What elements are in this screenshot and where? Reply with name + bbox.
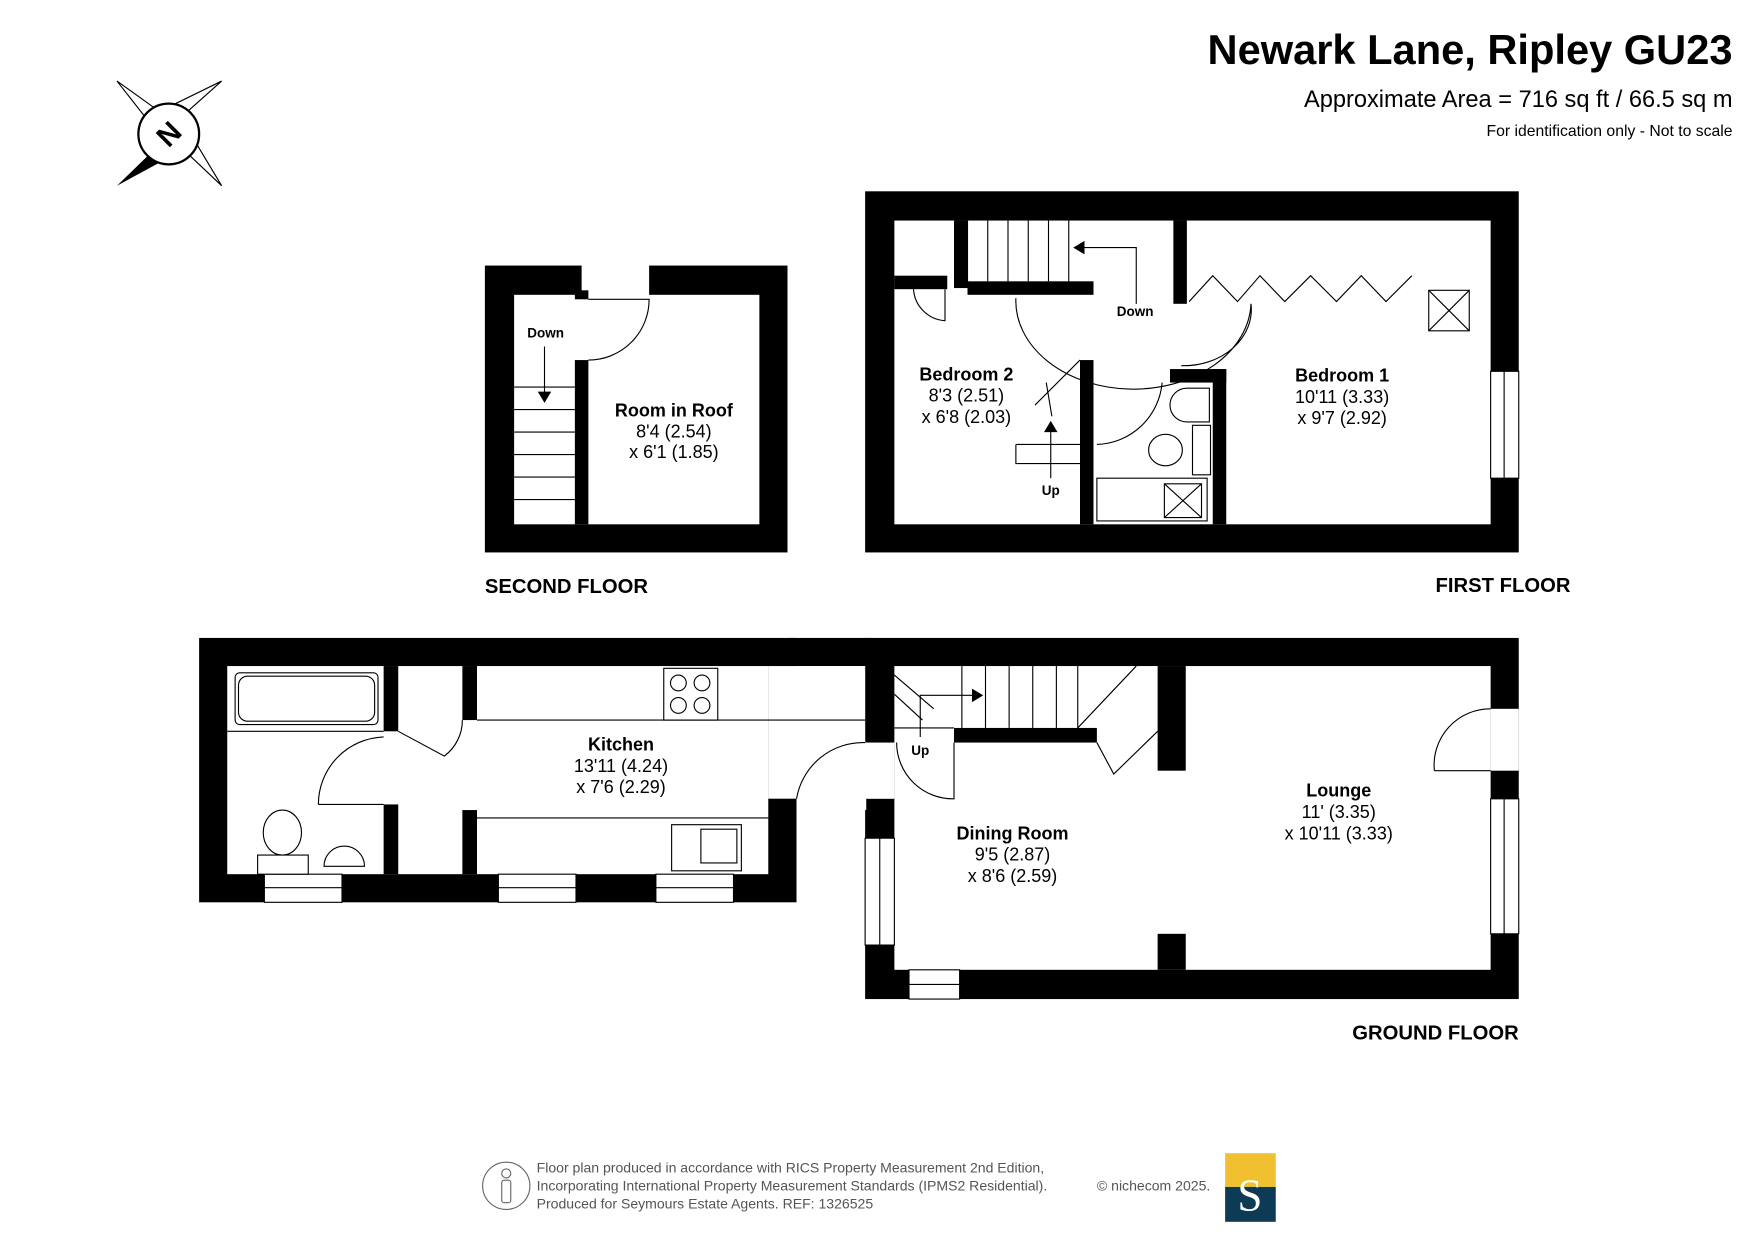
room-dimensions: 13'11 (4.24)	[574, 756, 668, 776]
shower-room-fixtures	[1096, 387, 1212, 522]
page-title: Newark Lane, Ripley GU23	[1208, 26, 1733, 73]
room-name: Bedroom 1	[1295, 365, 1389, 385]
logo-letter: S	[1237, 1171, 1262, 1221]
floor-label: FIRST FLOOR	[1436, 575, 1571, 597]
room-name: Dining Room	[957, 823, 1069, 843]
door-swing	[1433, 708, 1491, 771]
stairs-down-label: Down	[1117, 304, 1154, 319]
stairs-up-label: Up	[1042, 483, 1060, 498]
door-swing	[317, 736, 384, 805]
room-name: Kitchen	[588, 734, 654, 754]
disclaimer: For identification only - Not to scale	[1487, 123, 1733, 140]
approximate-area: Approximate Area = 716 sq ft / 66.5 sq m	[1304, 87, 1733, 113]
door-swing	[896, 742, 955, 800]
footer: Floor plan produced in accordance with R…	[482, 1153, 1276, 1222]
door-swing	[795, 741, 866, 799]
compass-icon: N	[116, 80, 223, 187]
staircase	[514, 346, 575, 501]
kitchen-fixtures	[663, 667, 742, 872]
room-dimensions: x 10'11 (3.33)	[1285, 823, 1393, 843]
bathroom-fixtures	[234, 672, 379, 875]
room-dimensions: x 6'8 (2.03)	[922, 407, 1011, 427]
room-dimensions: x 7'6 (2.29)	[576, 777, 665, 797]
stairs-down-label: Down	[527, 326, 564, 341]
room-dimensions: x 8'6 (2.59)	[968, 866, 1057, 886]
room-name: Lounge	[1306, 781, 1371, 801]
footer-line-2: Incorporating International Property Mea…	[537, 1177, 1048, 1193]
room-dimensions: 8'3 (2.51)	[929, 386, 1004, 406]
person-scale-icon	[482, 1161, 531, 1210]
room-name: Room in Roof	[615, 400, 734, 420]
door-swing	[397, 720, 463, 757]
floor-label: SECOND FLOOR	[485, 576, 649, 598]
first-floor-plan: Down Up Bedroom 2 8'3 (2.51) x 6'8 (2.03…	[865, 191, 1571, 597]
room-dimensions: 10'11 (3.33)	[1295, 387, 1389, 407]
second-floor-plan: Down Room in Roof 8'4 (2.54) x 6'1 (1.85…	[484, 263, 788, 598]
door-swing	[1015, 298, 1252, 390]
staircase	[966, 220, 1137, 479]
room-dimensions: 8'4 (2.54)	[636, 422, 711, 442]
door-swing	[1096, 382, 1163, 445]
staircase	[893, 665, 1137, 737]
footer-line-1: Floor plan produced in accordance with R…	[537, 1159, 1045, 1175]
stairs-up-label: Up	[911, 743, 929, 758]
door-swing	[588, 298, 650, 361]
room-dimensions: 9'5 (2.87)	[975, 845, 1050, 865]
door-swing	[1096, 730, 1159, 775]
room-name: Bedroom 2	[919, 364, 1013, 384]
ground-floor-plan: Up Kitchen 13'11 (4.24) x 7'6 (2.29) Din…	[199, 637, 1520, 1045]
seymours-logo: S	[1225, 1153, 1276, 1222]
wardrobe-doors	[1188, 274, 1413, 303]
floor-label: GROUND FLOOR	[1352, 1023, 1519, 1045]
room-dimensions: x 9'7 (2.92)	[1297, 408, 1386, 428]
door-swing	[912, 289, 946, 322]
room-dimensions: x 6'1 (1.85)	[629, 442, 718, 462]
footer-line-3: Produced for Seymours Estate Agents. REF…	[537, 1195, 874, 1211]
copyright: © nichecom 2025.	[1097, 1177, 1210, 1193]
room-dimensions: 11' (3.35)	[1302, 802, 1376, 822]
